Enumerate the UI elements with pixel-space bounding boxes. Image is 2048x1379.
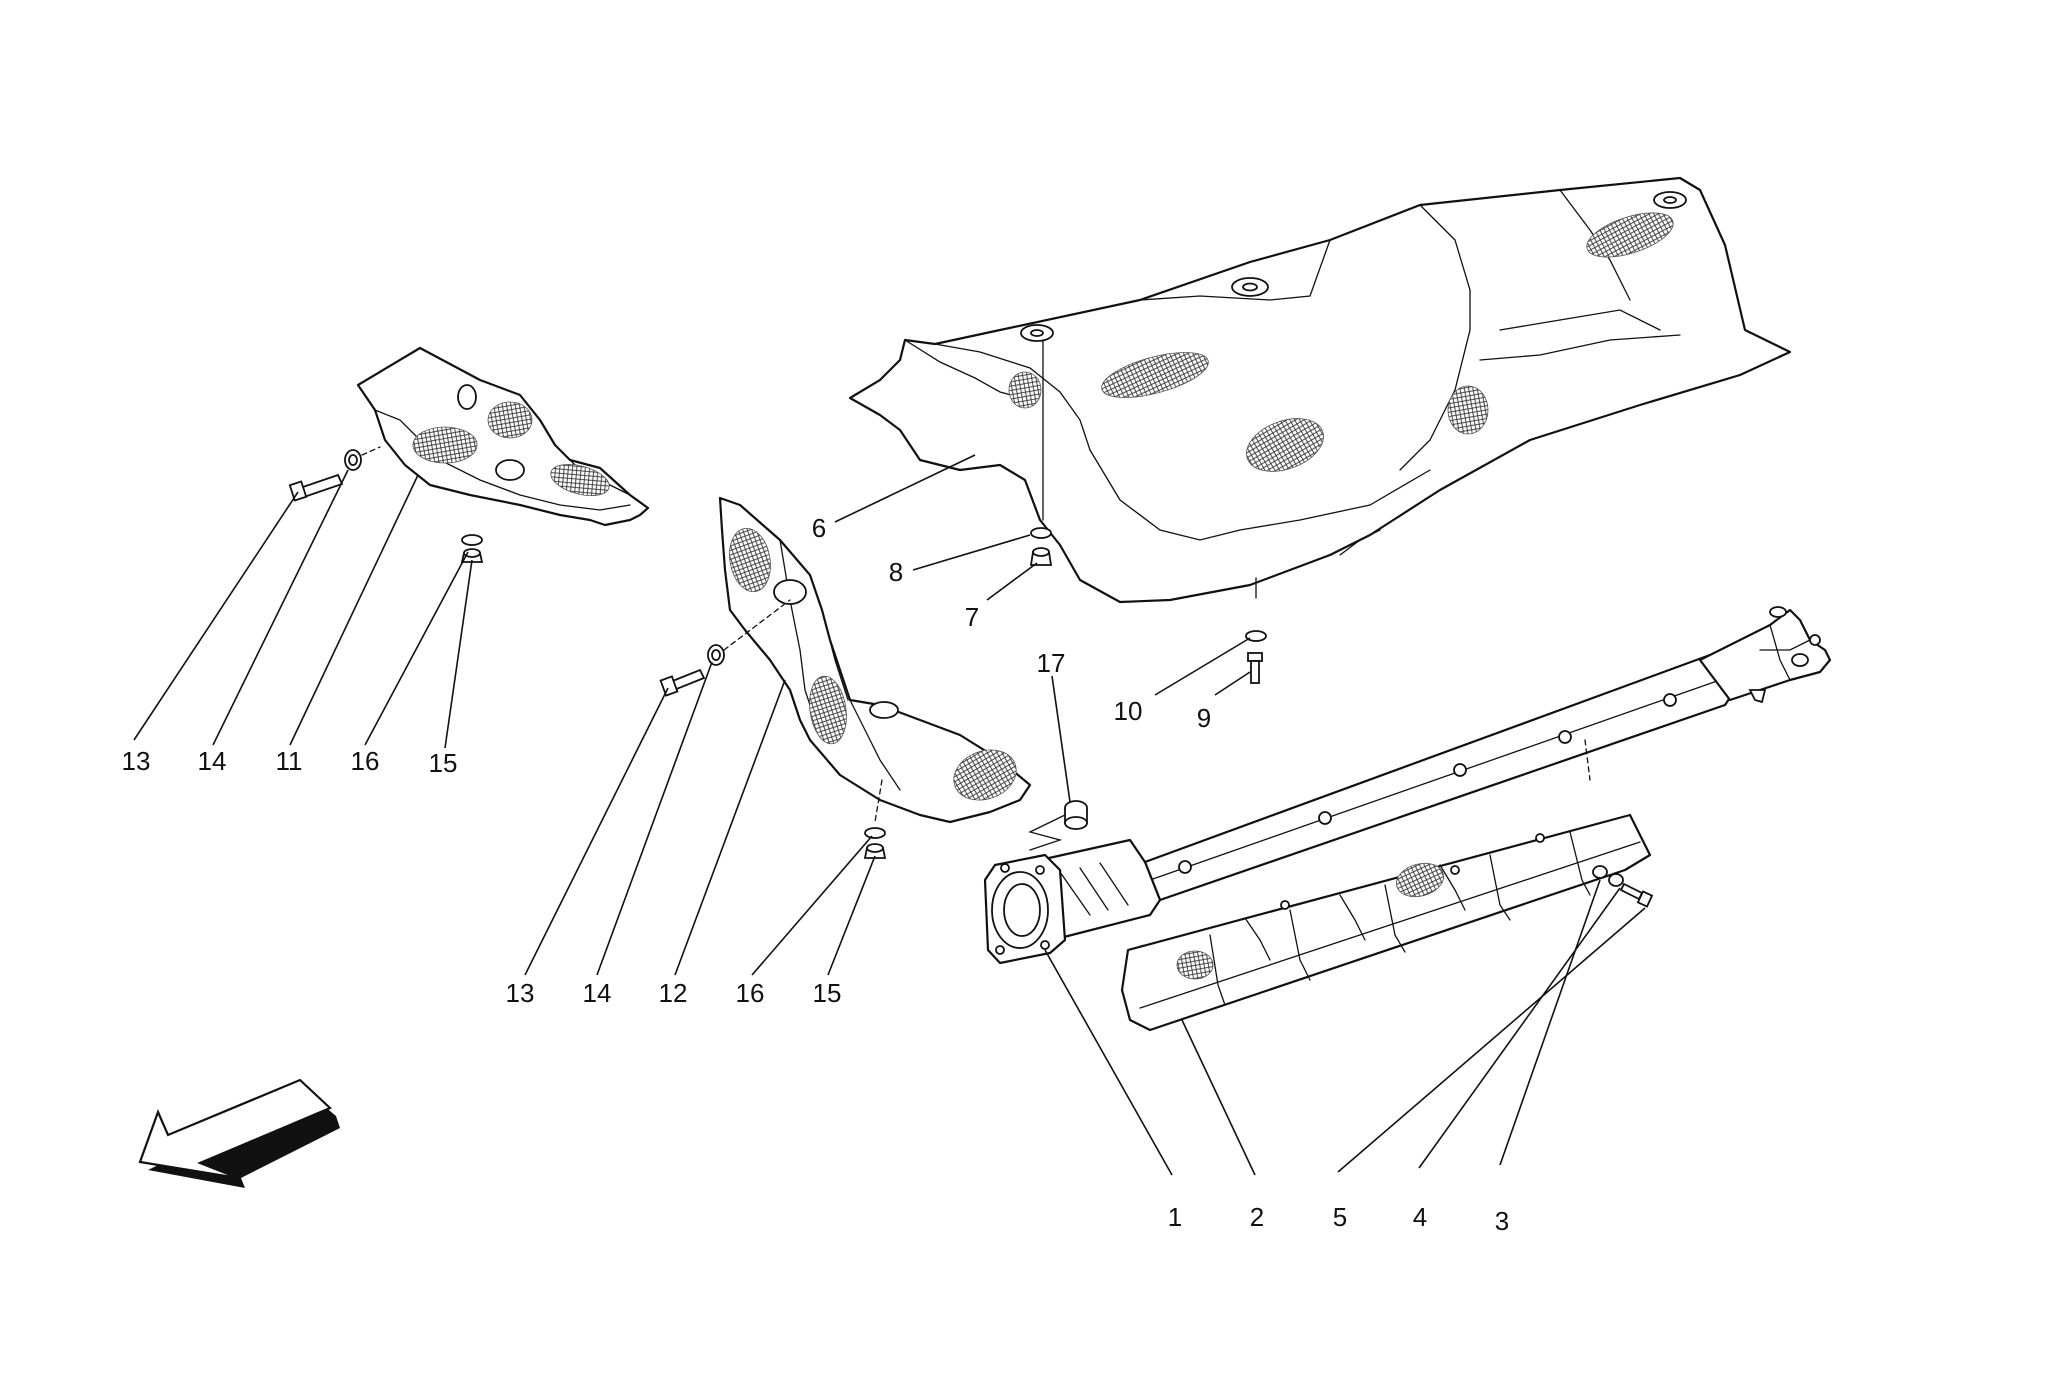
- callout-17: 17: [1037, 648, 1066, 678]
- callout-6: 6: [812, 513, 826, 543]
- callout-16-left: 16: [351, 746, 380, 776]
- callout-12: 12: [659, 978, 688, 1008]
- callout-11: 11: [276, 746, 303, 776]
- callout-labels: 1 2 5 4 3 6 8 7 10 9 17 13 14 11 16 15 1…: [122, 513, 1510, 1236]
- callout-7: 7: [965, 602, 979, 632]
- fastener-15-16-left: [460, 534, 484, 563]
- callout-5: 5: [1333, 1202, 1347, 1232]
- callout-13-middle: 13: [506, 978, 535, 1008]
- tunnel-heat-shield: [848, 176, 1792, 604]
- callout-1: 1: [1168, 1202, 1182, 1232]
- callout-3: 3: [1495, 1206, 1509, 1236]
- callout-15-left: 15: [429, 748, 458, 778]
- callout-8: 8: [889, 557, 903, 587]
- callout-15-middle: 15: [813, 978, 842, 1008]
- callout-2: 2: [1250, 1202, 1264, 1232]
- front-direction-arrow-icon: [138, 1078, 340, 1188]
- bushing-17: [1028, 800, 1088, 851]
- callout-14-left: 14: [198, 746, 227, 776]
- left-heat-shield: [356, 346, 650, 527]
- fastener-3-4-5: [1592, 865, 1654, 908]
- callout-9: 9: [1197, 703, 1211, 733]
- fastener-13-14-left: [288, 446, 381, 502]
- callout-14-middle: 14: [583, 978, 612, 1008]
- callout-13-left: 13: [122, 746, 151, 776]
- leader-lines: [133, 454, 1646, 1176]
- tube-heat-shield: [1120, 739, 1652, 1032]
- transmission-tube: [983, 606, 1832, 965]
- fastener-15-16-middle: [863, 779, 887, 859]
- fastener-13-14-middle: [659, 599, 791, 697]
- fastener-7-8: [1029, 339, 1053, 566]
- callout-16-middle: 16: [736, 978, 765, 1008]
- fastener-9-10: [1245, 577, 1267, 684]
- middle-heat-shield: [718, 496, 1032, 824]
- callout-10: 10: [1114, 696, 1143, 726]
- callout-4: 4: [1413, 1202, 1427, 1232]
